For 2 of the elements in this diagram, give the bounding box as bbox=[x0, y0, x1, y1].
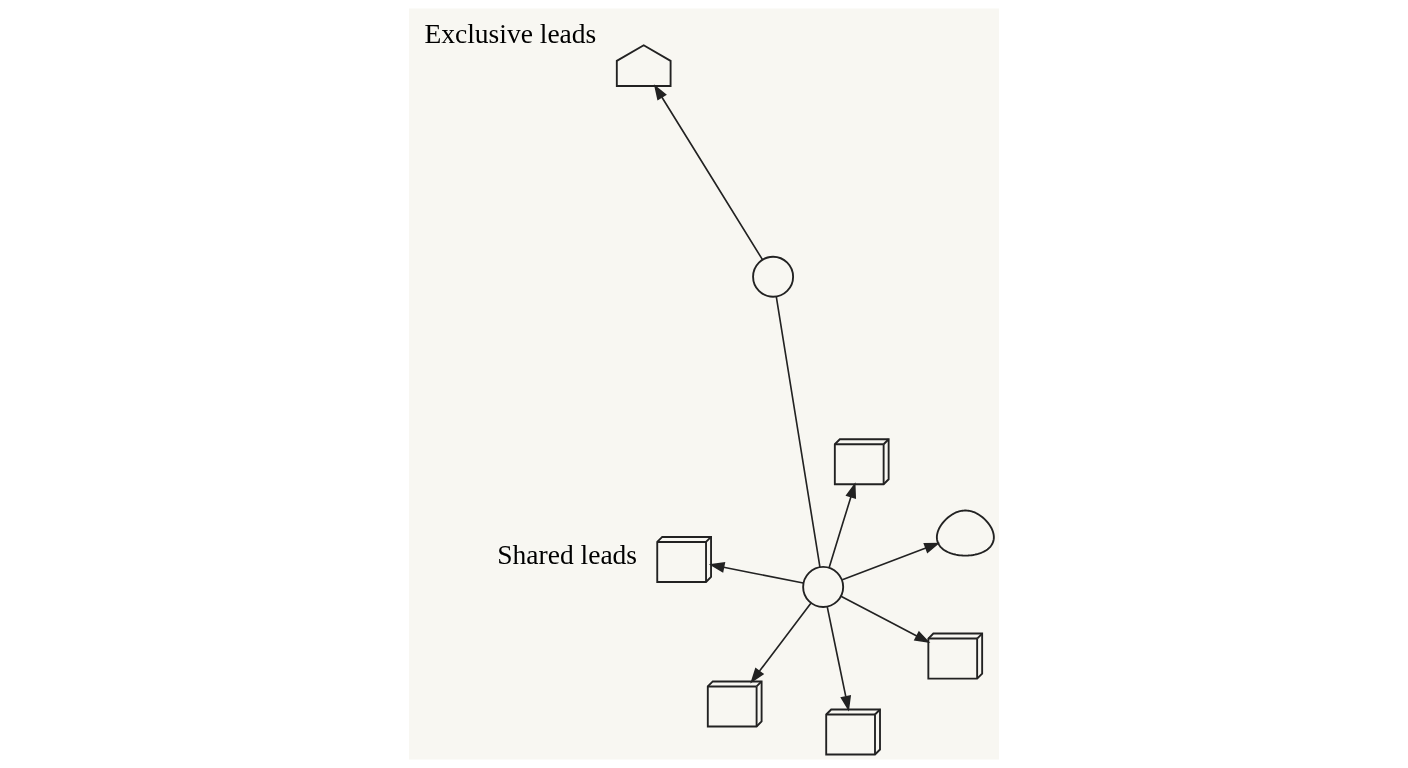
label: Shared leads bbox=[497, 539, 638, 571]
label: Exclusive leads bbox=[424, 18, 597, 50]
